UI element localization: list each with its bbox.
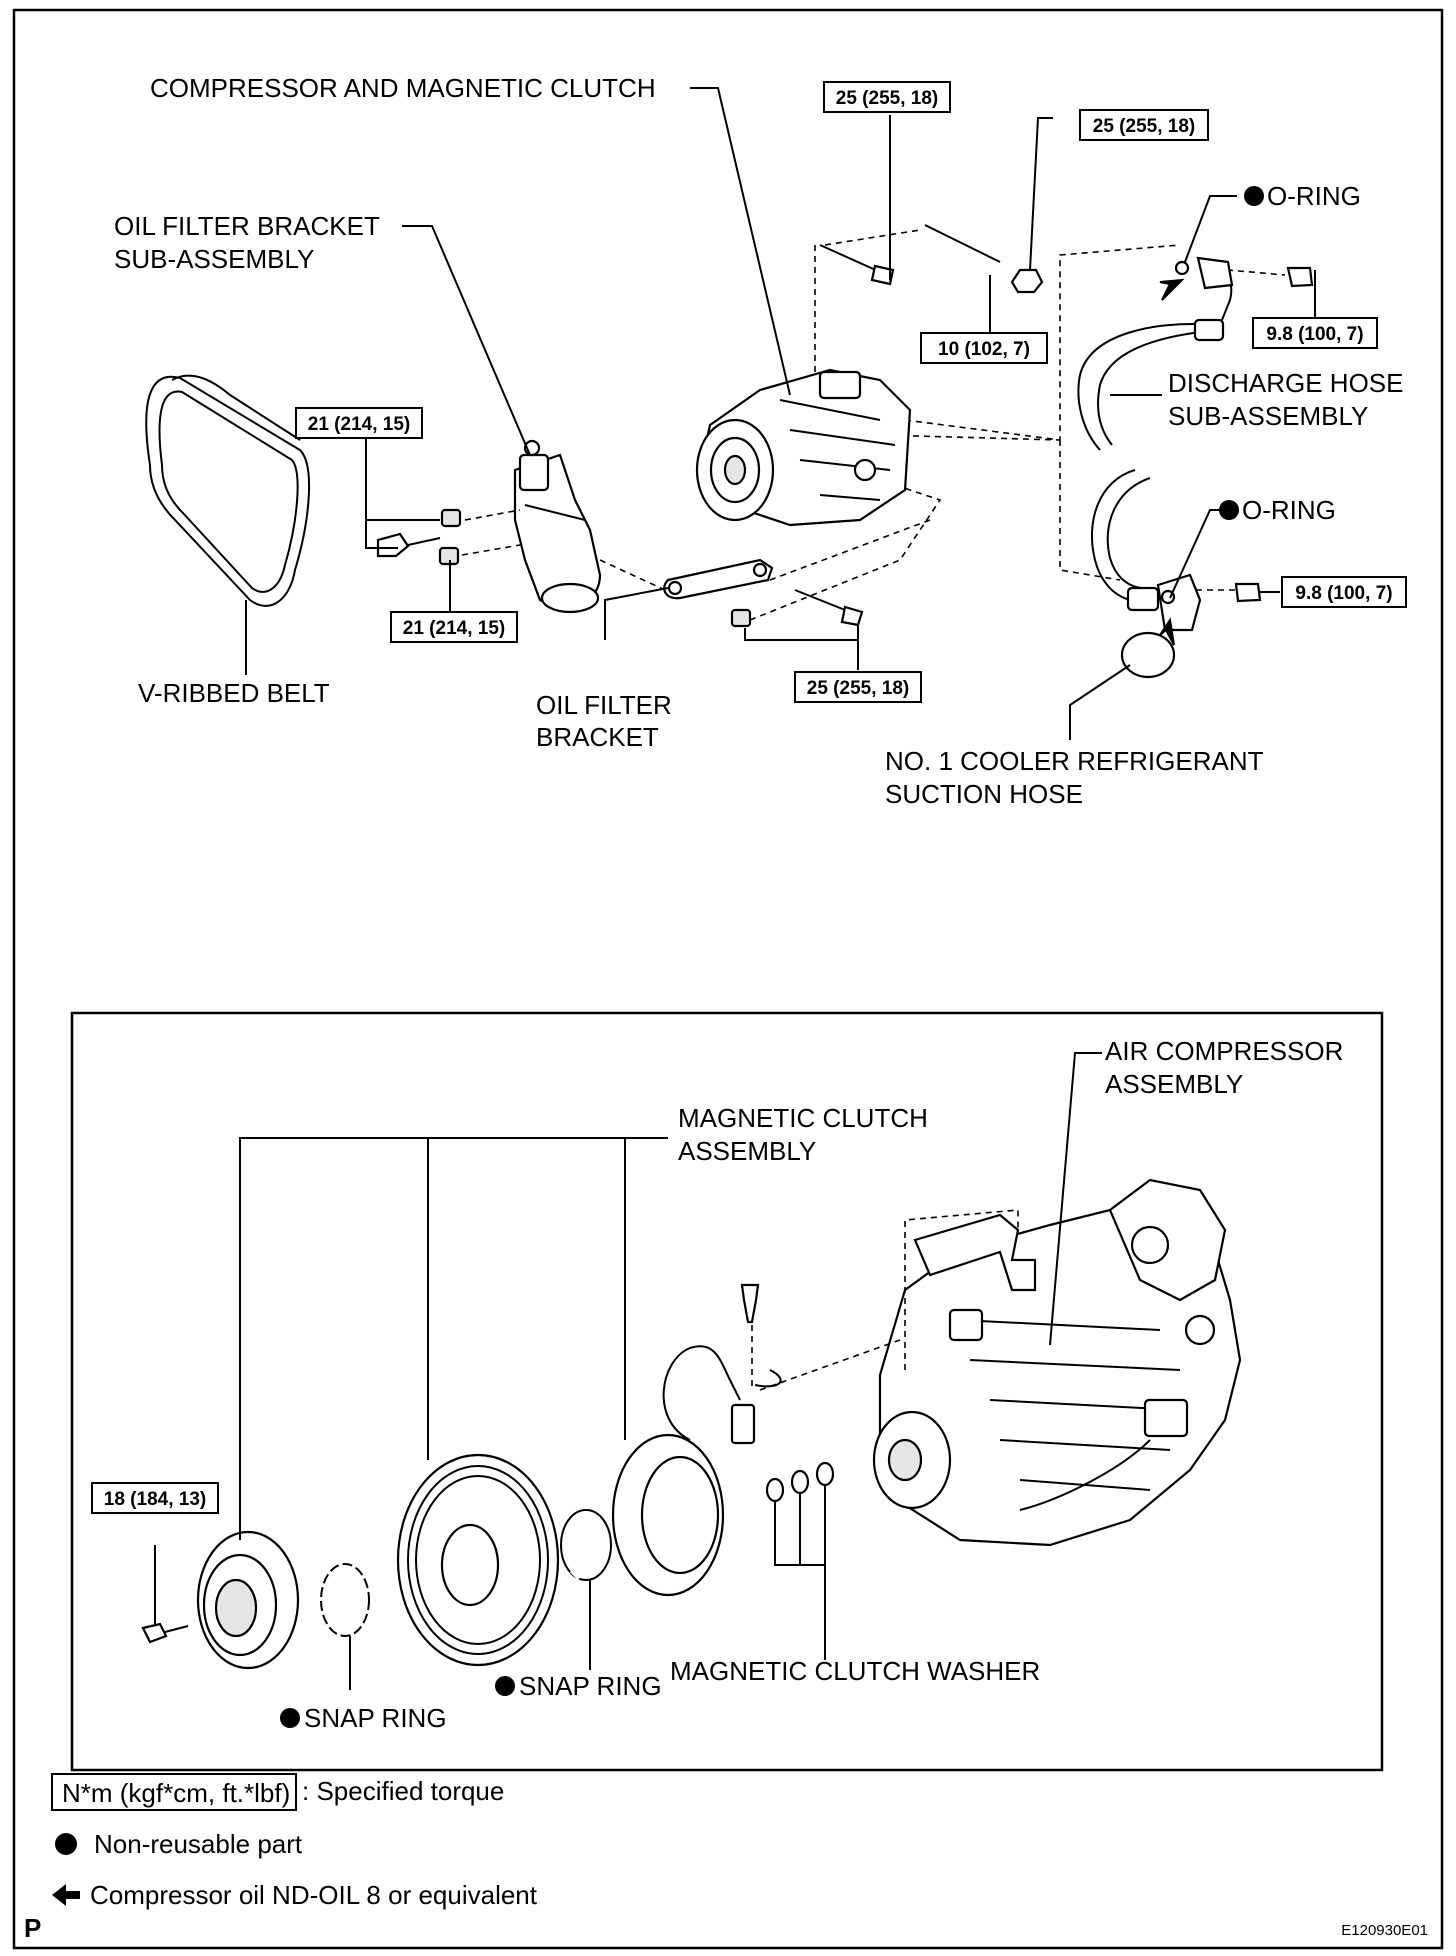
label-discharge-hose-1: DISCHARGE HOSE [1168,368,1404,398]
label-suction-hose-1: NO. 1 COOLER REFRIGERANT [885,746,1264,776]
nonreusable-dot-icon [1244,186,1264,206]
label-magnetic-clutch-1: MAGNETIC CLUTCH [678,1103,928,1133]
svg-text:18 (184, 13): 18 (184, 13) [104,1489,206,1510]
pressure-plate-drawing [196,1530,300,1670]
torque-box-t4: 9.8 (100, 7) [1252,317,1378,349]
label-snap-ring-left: SNAP RING [304,1703,447,1733]
detail-frame [70,1011,1384,1772]
snap-ring-right-drawing [560,1509,612,1581]
label-snap-ring-right: SNAP RING [519,1671,662,1701]
clutch-washers-drawing [765,1461,835,1503]
bottom-dashed-guides [751,1209,1019,1391]
label-oil-filter-bracket-2: BRACKET [536,722,659,752]
oil-arrow-icon [52,1884,80,1906]
figure-id: E120930E01 [1341,1922,1428,1939]
air-compressor-assembly-drawing [872,1178,1242,1547]
label-oil-filter-bracket-1: OIL FILTER [536,690,672,720]
oil-filter-bracket-sub-assembly-drawing [513,439,602,614]
suction-hose-drawing [1090,469,1262,679]
pulley-drawing [396,1453,560,1667]
svg-text:21 (214, 15): 21 (214, 15) [308,414,410,435]
torque-box-t6: 21 (214, 15) [390,611,518,643]
compressor-bolts-drawing [819,224,1044,294]
magnetic-clutch-coil-drawing [611,1283,782,1597]
label-suction-hose-2: SUCTION HOSE [885,779,1083,809]
nonreusable-dot-icon [1219,500,1239,520]
svg-text:10 (102, 7): 10 (102, 7) [938,339,1030,360]
bracket-bolts-drawing [376,508,864,628]
page-letter: P [24,1913,41,1943]
legend-torque: N*m (kgf*cm, ft.*lbf) : Specified torque [51,1773,504,1811]
label-air-compressor-1: AIR COMPRESSOR [1105,1036,1343,1066]
nonreusable-dot-icon [495,1676,515,1696]
legend-oil: Compressor oil ND-OIL 8 or equivalent [52,1880,538,1910]
snap-ring-left-drawing [320,1563,370,1637]
label-magnetic-clutch-2: ASSEMBLY [678,1136,816,1166]
top-dashed-guides [461,229,1286,621]
label-oil-filter-bracket-sub-2: SUB-ASSEMBLY [114,244,314,274]
legend-torque-unit: N*m (kgf*cm, ft.*lbf) [62,1778,290,1808]
torque-box-t9: 18 (184, 13) [91,1482,219,1514]
label-oil-filter-bracket-sub-1: OIL FILTER BRACKET [114,211,380,241]
discharge-hose-drawing [1077,256,1314,451]
legend-oil-text: Compressor oil ND-OIL 8 or equivalent [90,1880,538,1910]
label-compressor-and-clutch: COMPRESSOR AND MAGNETIC CLUTCH [150,73,656,103]
svg-text:9.8 (100, 7): 9.8 (100, 7) [1266,324,1363,345]
bottom-leader-lines [154,1052,1102,1690]
hub-bolt-drawing [141,1622,189,1644]
svg-text:25 (255, 18): 25 (255, 18) [836,88,938,109]
torque-box-t3: 10 (102, 7) [920,332,1048,364]
svg-text:25 (255, 18): 25 (255, 18) [1093,116,1195,137]
oil-arrow-top [1159,278,1185,301]
legend-nonreusable: Non-reusable part [55,1829,303,1859]
v-ribbed-belt-drawing [145,374,311,607]
legend-nonreusable-text: Non-reusable part [94,1829,303,1859]
compressor-top-drawing [695,368,912,527]
svg-text:9.8 (100, 7): 9.8 (100, 7) [1295,583,1392,604]
nonreusable-dot-icon [55,1833,77,1855]
label-o-ring-mid: O-RING [1242,495,1336,525]
top-leader-lines [245,87,1316,740]
torque-box-t7: 9.8 (100, 7) [1281,576,1407,608]
label-discharge-hose-2: SUB-ASSEMBLY [1168,401,1368,431]
label-o-ring-top: O-RING [1267,181,1361,211]
nonreusable-dot-icon [280,1708,300,1728]
torque-box-t8: 25 (255, 18) [794,671,922,703]
label-v-ribbed-belt: V-RIBBED BELT [138,678,330,708]
svg-text:21 (214, 15): 21 (214, 15) [403,618,505,639]
legend-torque-desc: : Specified torque [302,1776,504,1806]
label-clutch-washer: MAGNETIC CLUTCH WASHER [670,1656,1040,1686]
svg-text:25 (255, 18): 25 (255, 18) [807,678,909,699]
oil-arrow-mid [1159,617,1175,646]
torque-box-t1: 25 (255, 18) [823,81,951,113]
torque-box-t2: 25 (255, 18) [1079,109,1209,141]
outer-frame [12,8,1444,1950]
torque-box-t5: 21 (214, 15) [295,407,423,439]
oil-filter-bracket-drawing [663,558,774,600]
label-air-compressor-2: ASSEMBLY [1105,1069,1243,1099]
